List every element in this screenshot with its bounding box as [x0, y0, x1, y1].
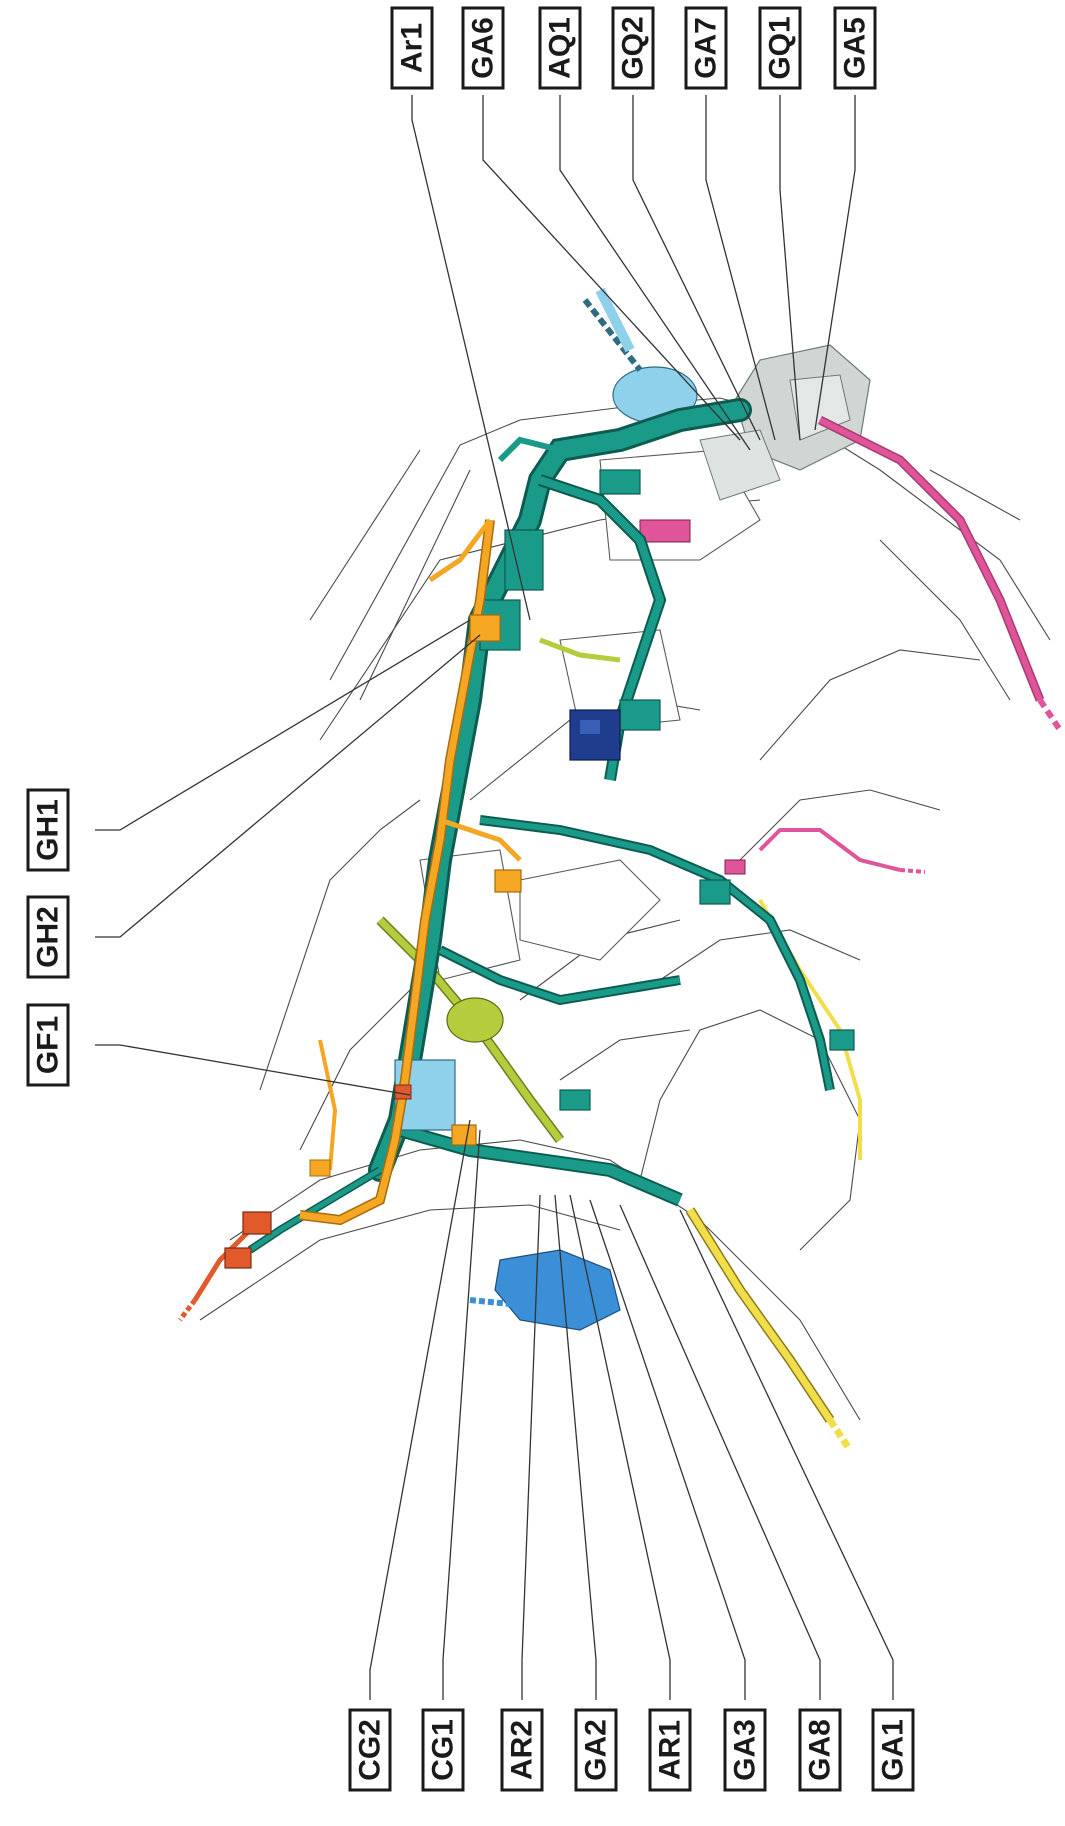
label-ga5-text: GA5: [839, 17, 872, 79]
red-connectors: [178, 1084, 412, 1322]
orange-harness: [299, 518, 522, 1226]
label-ga2: GA2: [574, 1708, 618, 1792]
label-ar1-bottom-text: AR1: [654, 1720, 687, 1780]
label-ar2: AR2: [500, 1708, 544, 1792]
label-gh1: GH1: [26, 788, 70, 872]
label-ar1-text: Ar1: [396, 23, 429, 73]
left-labels: GH1 GH2 GF1: [26, 788, 70, 1087]
light-blue-component: [582, 287, 698, 424]
vehicle-body-outline: [199, 397, 1051, 1421]
label-cg1: CG1: [421, 1708, 465, 1792]
blue-component: [469, 1249, 621, 1331]
label-ga1-text: GA1: [877, 1719, 910, 1781]
label-ar1: Ar1: [390, 6, 434, 90]
label-ga6: GA6: [461, 6, 505, 90]
top-labels: Ar1 GA6 AQ1 GQ2 GA7 GQ1 GA5: [390, 6, 877, 90]
label-ga8: GA8: [798, 1708, 842, 1792]
label-ga7: GA7: [684, 6, 728, 90]
olive-harness: [376, 637, 621, 1143]
label-aq1-text: AQ1: [544, 17, 577, 79]
label-cg1-text: CG1: [427, 1719, 460, 1781]
label-gq1: GQ1: [758, 6, 802, 90]
label-ga6-text: GA6: [467, 17, 500, 79]
bottom-labels: CG2 CG1 AR2 GA2 AR1 GA3 GA8 GA1: [348, 1708, 915, 1792]
label-aq1: AQ1: [538, 6, 582, 90]
label-gq1-text: GQ1: [764, 16, 797, 79]
label-gh2: GH2: [26, 895, 70, 979]
label-gh1-text: GH1: [32, 799, 65, 861]
label-ar2-text: AR2: [506, 1720, 539, 1780]
label-ga8-text: GA8: [804, 1719, 837, 1781]
label-cg2: CG2: [348, 1708, 392, 1792]
label-ga5: GA5: [833, 6, 877, 90]
label-gf1: GF1: [26, 1003, 70, 1087]
label-cg2-text: CG2: [354, 1719, 387, 1781]
pink-harness: [639, 415, 1063, 875]
label-ga3: GA3: [723, 1708, 767, 1792]
label-gq2-text: GQ2: [617, 16, 650, 79]
label-ga3-text: GA3: [729, 1719, 762, 1781]
label-ga2-text: GA2: [580, 1719, 613, 1781]
yellow-harness: [685, 899, 862, 1452]
label-ga7-text: GA7: [690, 17, 723, 79]
label-gf1-text: GF1: [32, 1016, 65, 1074]
label-gq2: GQ2: [611, 6, 655, 90]
label-gh2-text: GH2: [32, 906, 65, 968]
label-ar1: AR1: [648, 1708, 692, 1792]
label-ga1: GA1: [871, 1708, 915, 1792]
leader-lines: [95, 95, 894, 1700]
navy-component: [569, 709, 621, 761]
